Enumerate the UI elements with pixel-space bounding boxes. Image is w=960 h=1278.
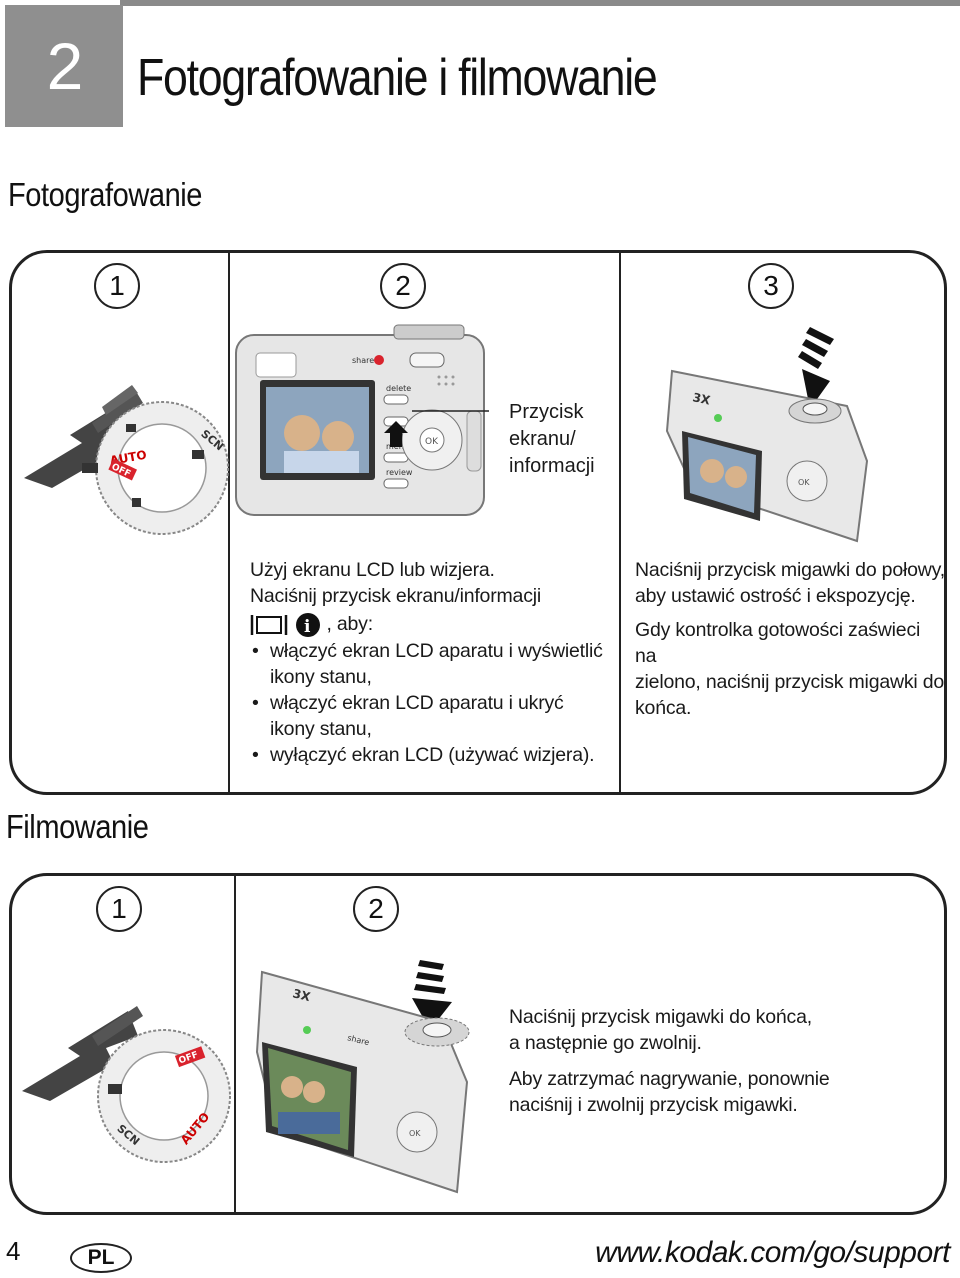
svg-text:OK: OK xyxy=(798,478,810,487)
bullet-item: wyłączyć ekran LCD (używać wizjera). xyxy=(250,742,610,768)
svg-text:share: share xyxy=(352,356,374,365)
display-button-callout: Przycisk ekranu/ informacji xyxy=(509,399,595,480)
callout-line: ekranu/ xyxy=(509,428,576,450)
instruction-line: a następnie go zwolnij. xyxy=(509,1032,702,1054)
svg-text:review: review xyxy=(386,468,413,477)
panel-divider xyxy=(234,876,236,1212)
camera-shutter-illustration: 3X OK xyxy=(665,327,869,543)
step-number: 2 xyxy=(380,263,426,309)
arrow-icon xyxy=(24,385,143,488)
step-number: 1 xyxy=(94,263,140,309)
svg-text:delete: delete xyxy=(386,384,411,393)
step-number: 2 xyxy=(353,886,399,932)
instruction-line: Gdy kontrolka gotowości zaświeci na xyxy=(635,619,921,667)
chapter-title: Fotografowanie i filmowanie xyxy=(137,49,658,107)
callout-line: informacji xyxy=(509,455,595,477)
step-number: 3 xyxy=(748,263,794,309)
callout-line: Przycisk xyxy=(509,401,584,423)
instruction-line: Aby zatrzymać nagrywanie, ponownie xyxy=(509,1068,830,1090)
mode-dial-illustration: AUTO OFF SCN xyxy=(24,385,229,535)
support-url[interactable]: www.kodak.com/go/support xyxy=(595,1236,950,1269)
movie-section-title: Filmowanie xyxy=(6,808,149,845)
panel-divider xyxy=(619,253,621,792)
dial-icon: OFF AUTO SCN xyxy=(97,1029,231,1163)
step2-instructions: Użyj ekranu LCD lub wizjera. Naciśnij pr… xyxy=(250,557,610,768)
svg-text:3X: 3X xyxy=(691,390,712,408)
camera-back-illustration: share delete menu review OK xyxy=(235,324,489,516)
press-arrow-icon xyxy=(412,960,452,1030)
chapter-number: 2 xyxy=(5,5,123,127)
step-number: 1 xyxy=(96,886,142,932)
step3-instructions: Naciśnij przycisk migawki do połowy, aby… xyxy=(635,557,945,721)
instruction-line: aby ustawić ostrość i ekspozycję. xyxy=(635,585,916,607)
dial-icon: AUTO OFF SCN xyxy=(95,401,229,535)
instruction-line: naciśnij i zwolnij przycisk migawki. xyxy=(509,1094,798,1116)
page-number: 4 xyxy=(6,1236,21,1266)
aby-text: , aby: xyxy=(326,613,373,635)
movie-steps-panel: 1 2 OFF AUTO SCN 3X xyxy=(9,873,947,1215)
language-badge: PL xyxy=(70,1243,132,1273)
photo-steps-panel: 1 2 3 AUTO OFF SCN sha xyxy=(9,250,947,795)
instruction-line: Naciśnij przycisk ekranu/informacji xyxy=(250,585,542,607)
instruction-line: i , aby: xyxy=(250,611,610,638)
movie-step2-instructions: Naciśnij przycisk migawki do końca, a na… xyxy=(509,1004,929,1118)
camera-record-illustration: 3X OK share xyxy=(255,960,470,1194)
info-icon: i xyxy=(296,612,321,637)
video-dial-illustration: OFF AUTO SCN xyxy=(22,1006,231,1163)
instruction-line: Naciśnij przycisk migawki do połowy, xyxy=(635,559,945,581)
bullet-item: włączyć ekran LCD aparatu i wyświetlićik… xyxy=(250,638,610,690)
instruction-line: Naciśnij przycisk migawki do końca, xyxy=(509,1006,812,1028)
photo-section-title: Fotografowanie xyxy=(8,176,203,213)
svg-text:OK: OK xyxy=(409,1129,421,1138)
svg-text:OK: OK xyxy=(425,437,439,447)
svg-text:i: i xyxy=(304,617,311,637)
top-rule xyxy=(120,0,960,6)
instruction-line: końca. xyxy=(635,697,692,719)
arrow-icon xyxy=(22,1006,143,1101)
panel-divider xyxy=(228,253,230,792)
instruction-line: zielono, naciśnij przycisk migawki do xyxy=(635,671,945,693)
instruction-line: Użyj ekranu LCD lub wizjera. xyxy=(250,559,495,581)
svg-text:3X: 3X xyxy=(291,986,312,1004)
lcd-info-icon xyxy=(250,614,288,635)
